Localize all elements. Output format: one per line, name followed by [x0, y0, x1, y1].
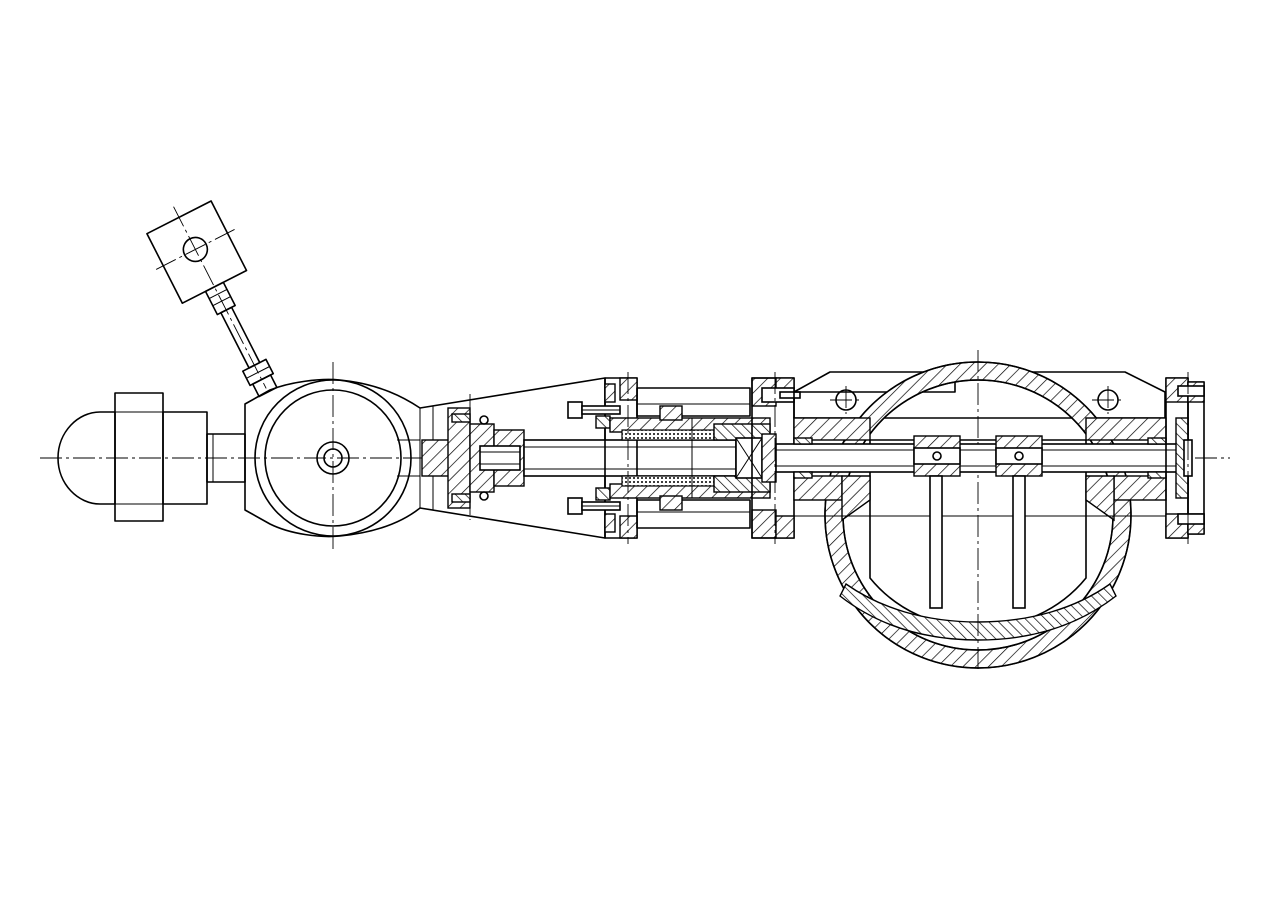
gland-housing — [604, 377, 751, 539]
bearing — [735, 433, 777, 483]
hand-lever — [146, 200, 278, 398]
body-flange-left — [751, 377, 801, 539]
coupling-flange — [421, 407, 525, 509]
valve-disc-right — [995, 435, 1043, 609]
valve-shaft — [775, 437, 1185, 479]
packing-gland — [609, 405, 771, 511]
end-cover — [1165, 372, 1205, 544]
actuator-cap — [57, 411, 116, 505]
drive-shaft — [523, 439, 737, 477]
actuator-housing — [114, 392, 246, 522]
valve-body — [793, 350, 1167, 672]
valve-disc-left — [913, 435, 961, 609]
